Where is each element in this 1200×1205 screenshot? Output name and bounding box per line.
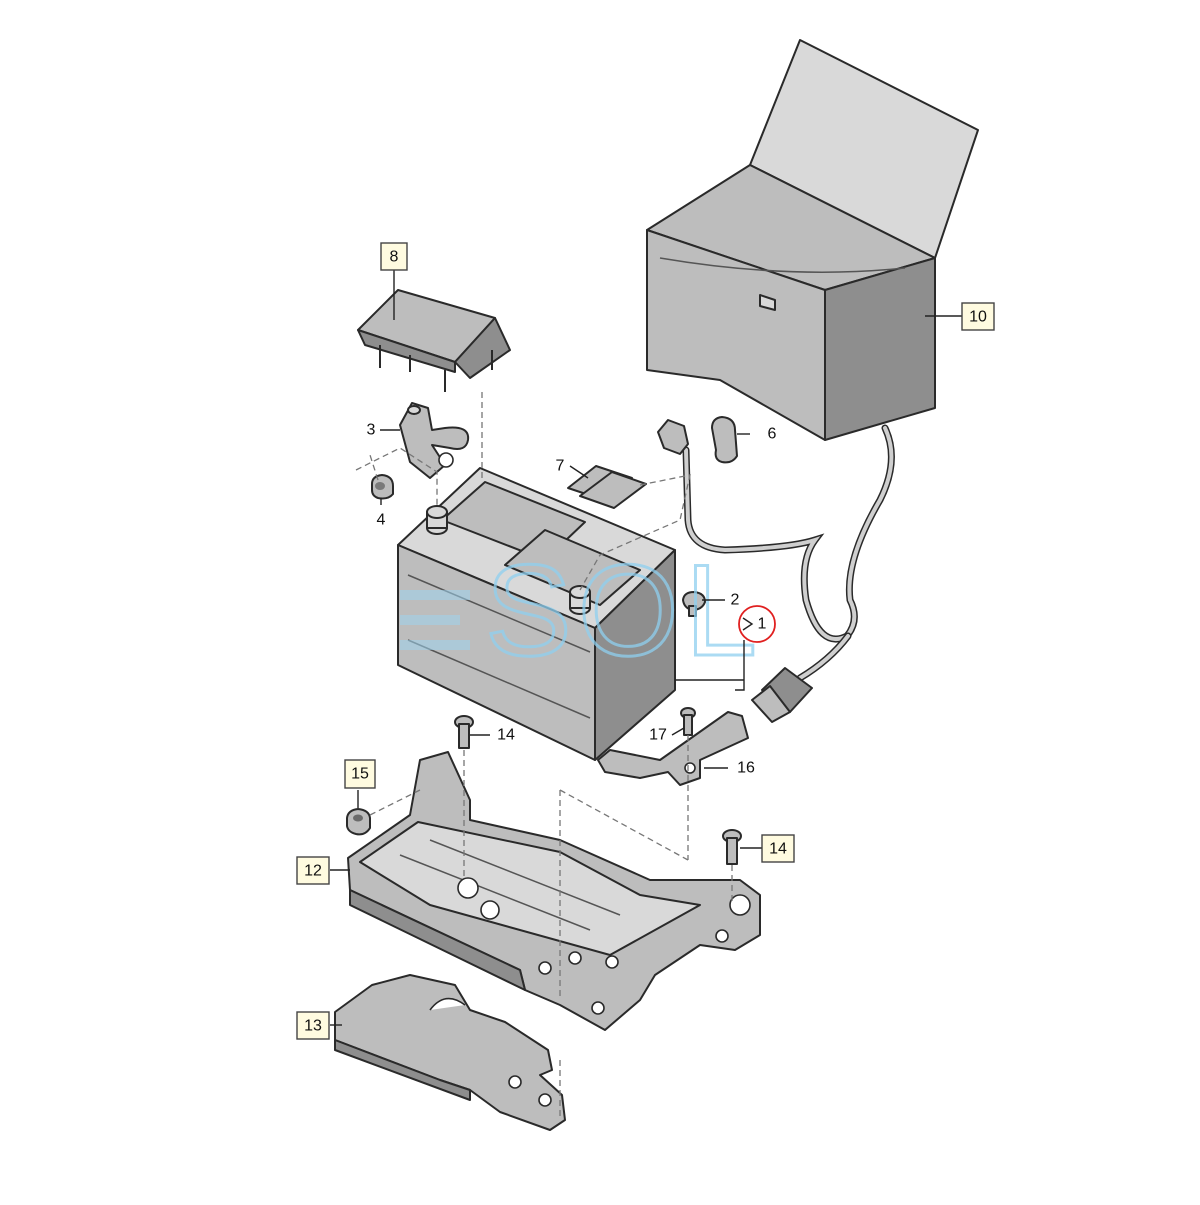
part-6-terminal-cap [711, 416, 738, 464]
part-3-terminal-clamp [399, 402, 470, 479]
callout-14-upper[interactable]: 14 [497, 727, 515, 744]
callout-7[interactable]: 7 [556, 458, 565, 475]
watermark-text: SOL [485, 537, 763, 683]
callout-14-upper-label: 14 [497, 727, 515, 744]
callout-2[interactable]: 2 [731, 592, 740, 609]
assembly-lines [355, 392, 733, 1120]
part-10-battery-cover-box [646, 39, 979, 441]
callout-16-label: 16 [737, 760, 755, 777]
part-14-bolt-lower [722, 829, 742, 865]
callout-10-label: 10 [969, 309, 987, 326]
callout-10[interactable]: 10 [961, 302, 995, 331]
callout-12-label: 12 [304, 863, 322, 880]
callout-8[interactable]: 8 [380, 242, 408, 271]
callout-16[interactable]: 16 [737, 760, 755, 777]
part-15-nut [346, 808, 371, 836]
part-7-pads [567, 465, 647, 509]
callout-13-label: 13 [304, 1018, 322, 1035]
callout-1[interactable]: 1 [738, 605, 776, 643]
part-8-terminal-cover [357, 289, 511, 392]
callout-12[interactable]: 12 [296, 856, 330, 885]
part-2-bolt [682, 591, 706, 617]
callout-17[interactable]: 17 [649, 727, 667, 744]
part-14-bolt-upper [454, 715, 474, 749]
callout-6-label: 6 [768, 426, 777, 443]
callout-7-label: 7 [556, 458, 565, 475]
part-12-battery-tray [347, 751, 761, 1031]
callout-6[interactable]: 6 [768, 426, 777, 443]
callout-13[interactable]: 13 [296, 1011, 330, 1040]
highlight-circle [738, 605, 776, 643]
watermark: SOL [400, 536, 763, 685]
callout-14-lower[interactable]: 14 [761, 834, 795, 863]
callout-14-lower-label: 14 [769, 841, 787, 858]
callout-8-label: 8 [390, 249, 399, 266]
leader-lines [330, 270, 962, 1026]
callout-15-label: 15 [351, 766, 369, 783]
part-17-bolt [680, 707, 696, 736]
callout-1-label: 1 [758, 616, 767, 633]
callout-2-label: 2 [731, 592, 740, 609]
callout-4[interactable]: 4 [377, 512, 386, 529]
callout-3[interactable]: 3 [367, 422, 376, 439]
part-13-lower-plate [334, 974, 566, 1131]
part-4-nut [371, 474, 394, 500]
callout-4-label: 4 [377, 512, 386, 529]
callout-3-label: 3 [367, 422, 376, 439]
callout-15[interactable]: 15 [344, 759, 376, 789]
callout-17-label: 17 [649, 727, 667, 744]
part-1-battery-cable [657, 419, 895, 723]
